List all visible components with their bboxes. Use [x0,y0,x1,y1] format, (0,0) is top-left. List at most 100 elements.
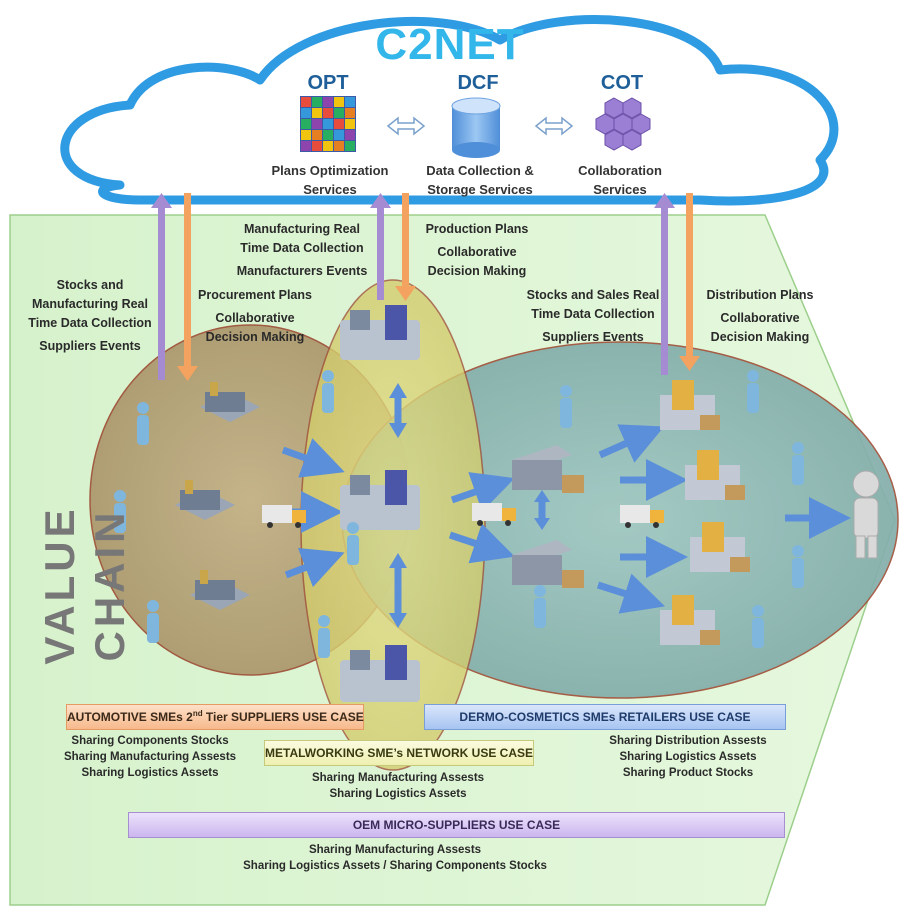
opt-dcf-exchange-icon [386,116,426,136]
use-case-label: AUTOMOTIVE SMEs 2 [67,710,193,724]
sharing-item: Sharing Logistics Assets [81,767,219,779]
person-icon [747,370,759,413]
hexagon-cluster-icon [595,97,651,151]
opt-description-line: Services [303,182,357,197]
database-cylinder-icon [451,97,501,158]
cot-description-line: Collaboration [578,163,662,178]
person-icon [560,385,572,428]
person-icon [792,545,804,588]
warehouse-icon [512,540,584,588]
flow-arrow [448,523,515,564]
label-line: Suppliers Events [542,330,644,344]
label-line: Time Data Collection [28,316,152,330]
suppliers-downstream-label: Procurement Plans Collaborative Decision… [190,286,320,347]
person-icon [147,600,159,643]
cot-label: COT [600,72,644,94]
label-line: Distribution Plans [706,288,814,302]
retail-store-icon [660,380,720,430]
label-line: Time Data Collection [240,241,364,255]
delivery-truck-icon [620,505,664,528]
use-case-label-superscript: nd [192,709,203,718]
label-line: Manufacturing Real [32,297,148,311]
metalworking-use-case-box: METALWORKING SME’s NETWORK USE CASE [264,740,534,766]
automotive-sharing-list: Sharing Components Stocks Sharing Manufa… [60,733,240,781]
person-icon [347,522,359,565]
metal-sharing-list: Sharing Manufacturing Assests Sharing Lo… [298,770,498,802]
label-line: Decision Making [205,330,305,344]
person-icon [318,615,330,658]
manufacturing-plant-icon [340,645,420,702]
label-line: Manufacturing Real [244,222,360,236]
end-customer-figure-icon [852,470,880,559]
person-icons [114,370,804,658]
dcf-cot-exchange-icon [534,116,574,136]
sharing-item: Sharing Manufacturing Assests [311,772,485,784]
cot-description-line: Services [593,182,647,197]
retail-store-icon [660,595,720,645]
grid-cubes-icon [300,96,356,152]
flow-arrow [598,424,665,463]
manufacturing-plant-icon [340,470,420,530]
label-line: Production Plans [425,222,529,236]
person-icon [114,490,126,533]
opt-description: Plans Optimization Services [250,161,410,199]
value-chain-label: VALUE CHAIN [36,505,133,665]
use-case-label: Tier SUPPLIERS USE CASE [202,710,364,724]
label-line: Manufacturers Events [236,264,368,278]
label-line: Collaborative [437,245,517,259]
person-icon [322,370,334,413]
opt-label: OPT [307,72,349,94]
dcf-description-line: Storage Services [427,182,533,197]
sharing-item: Sharing Logistics Assets [619,751,757,763]
retailers-up-arrow [654,193,675,375]
retailers-downstream-label: Distribution Plans Collaborative Decisio… [695,286,825,347]
sharing-item: Sharing Product Stocks [622,767,754,779]
label-line: Collaborative [215,311,295,325]
suppliers-upstream-label: Stocks and Manufacturing Real Time Data … [20,276,160,356]
retailers-upstream-label: Stocks and Sales Real Time Data Collecti… [518,286,668,347]
label-line: Time Data Collection [531,307,655,321]
delivery-truck-icon [262,505,306,528]
dermo-cosmetics-use-case-box: DERMO-COSMETICS SMEs RETAILERS USE CASE [424,704,786,730]
flow-arrow [281,438,345,478]
suppliers-up-arrow [151,193,172,380]
flow-arrow [450,472,515,512]
sharing-item: Sharing Logistics Assets [329,788,467,800]
sharing-item: Sharing Logistics Assets / Sharing Compo… [243,860,547,872]
cloud-shape [60,15,839,206]
manufacturers-up-arrow [370,193,391,300]
sharing-item: Sharing Distribution Assests [609,735,767,747]
person-icon [792,442,804,485]
retail-store-icon [685,450,745,500]
person-icon [137,402,149,445]
retail-store-icon [690,522,750,572]
dcf-description: Data Collection & Storage Services [400,161,560,199]
factory-icon [190,570,250,610]
label-line: Decision Making [710,330,810,344]
label-line: Stocks and Sales Real [526,288,660,302]
label-line: Stocks and [56,278,124,292]
dcf-label: DCF [457,72,499,94]
manufacturing-plant-icon [340,305,420,360]
bidirectional-arrowheads [389,383,550,628]
person-icon [534,585,546,628]
flow-arrow [284,547,345,588]
label-line: Decision Making [427,264,527,278]
dermo-sharing-list: Sharing Distribution Assests Sharing Log… [598,733,778,781]
sharing-item: Sharing Components Stocks [71,735,229,747]
factory-icon [200,382,260,422]
warehouse-icon [512,445,584,493]
flow-arrow [596,573,666,614]
manufacturers-down-arrow [395,193,416,301]
opt-description-line: Plans Optimization [271,163,389,178]
manufacturers-upstream-label: Manufacturing Real Time Data Collection … [232,220,372,281]
person-icon [752,605,764,648]
cot-description: Collaboration Services [540,161,700,199]
label-line: Procurement Plans [198,288,312,302]
label-line: Collaborative [720,311,800,325]
flow-arrows [281,424,851,614]
manufacturers-downstream-label: Production Plans Collaborative Decision … [412,220,542,281]
c2net-title: C2NET [375,20,525,69]
